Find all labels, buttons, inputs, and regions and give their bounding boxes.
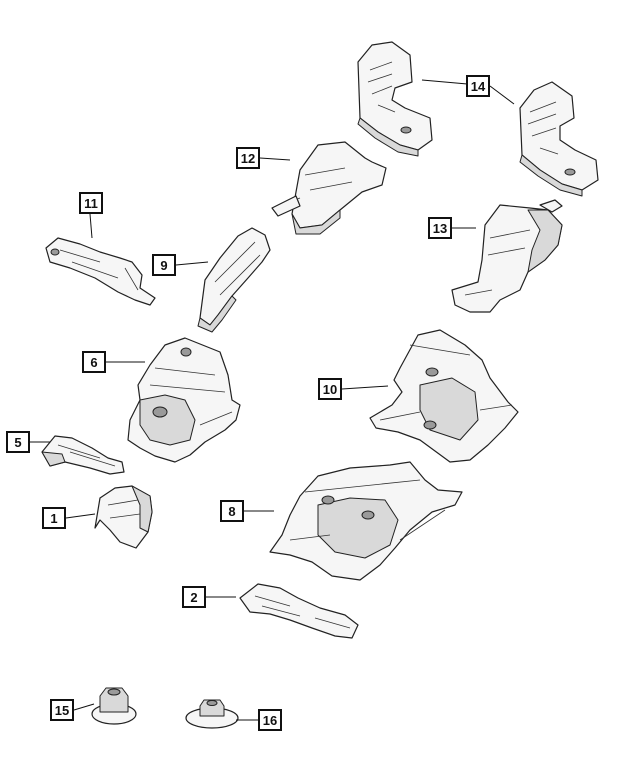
callout-8[interactable]: 8 xyxy=(220,500,244,522)
part-8[interactable] xyxy=(269,461,463,581)
callout-9[interactable]: 9 xyxy=(152,254,176,276)
part-11[interactable] xyxy=(45,237,156,306)
part-14-left[interactable] xyxy=(357,41,433,157)
callout-6[interactable]: 6 xyxy=(82,351,106,373)
part-6[interactable] xyxy=(127,337,241,463)
callout-5[interactable]: 5 xyxy=(6,431,30,453)
part-15[interactable] xyxy=(91,687,137,725)
part-14-right[interactable] xyxy=(519,81,599,197)
part-16[interactable] xyxy=(185,699,239,729)
callout-2[interactable]: 2 xyxy=(182,586,206,608)
callout-10[interactable]: 10 xyxy=(318,378,342,400)
part-13[interactable] xyxy=(451,199,563,313)
callout-16[interactable]: 16 xyxy=(258,709,282,731)
callout-14[interactable]: 14 xyxy=(466,75,490,97)
callout-1[interactable]: 1 xyxy=(42,507,66,529)
callout-15[interactable]: 15 xyxy=(50,699,74,721)
callout-12[interactable]: 12 xyxy=(236,147,260,169)
part-9[interactable] xyxy=(197,227,271,333)
callout-13[interactable]: 13 xyxy=(428,217,452,239)
part-5[interactable] xyxy=(41,435,125,475)
part-1[interactable] xyxy=(94,485,153,549)
part-2[interactable] xyxy=(239,583,359,639)
leader-lines xyxy=(28,79,515,721)
callout-11[interactable]: 11 xyxy=(79,192,103,214)
part-10[interactable] xyxy=(369,329,519,463)
part-12[interactable] xyxy=(271,141,387,235)
